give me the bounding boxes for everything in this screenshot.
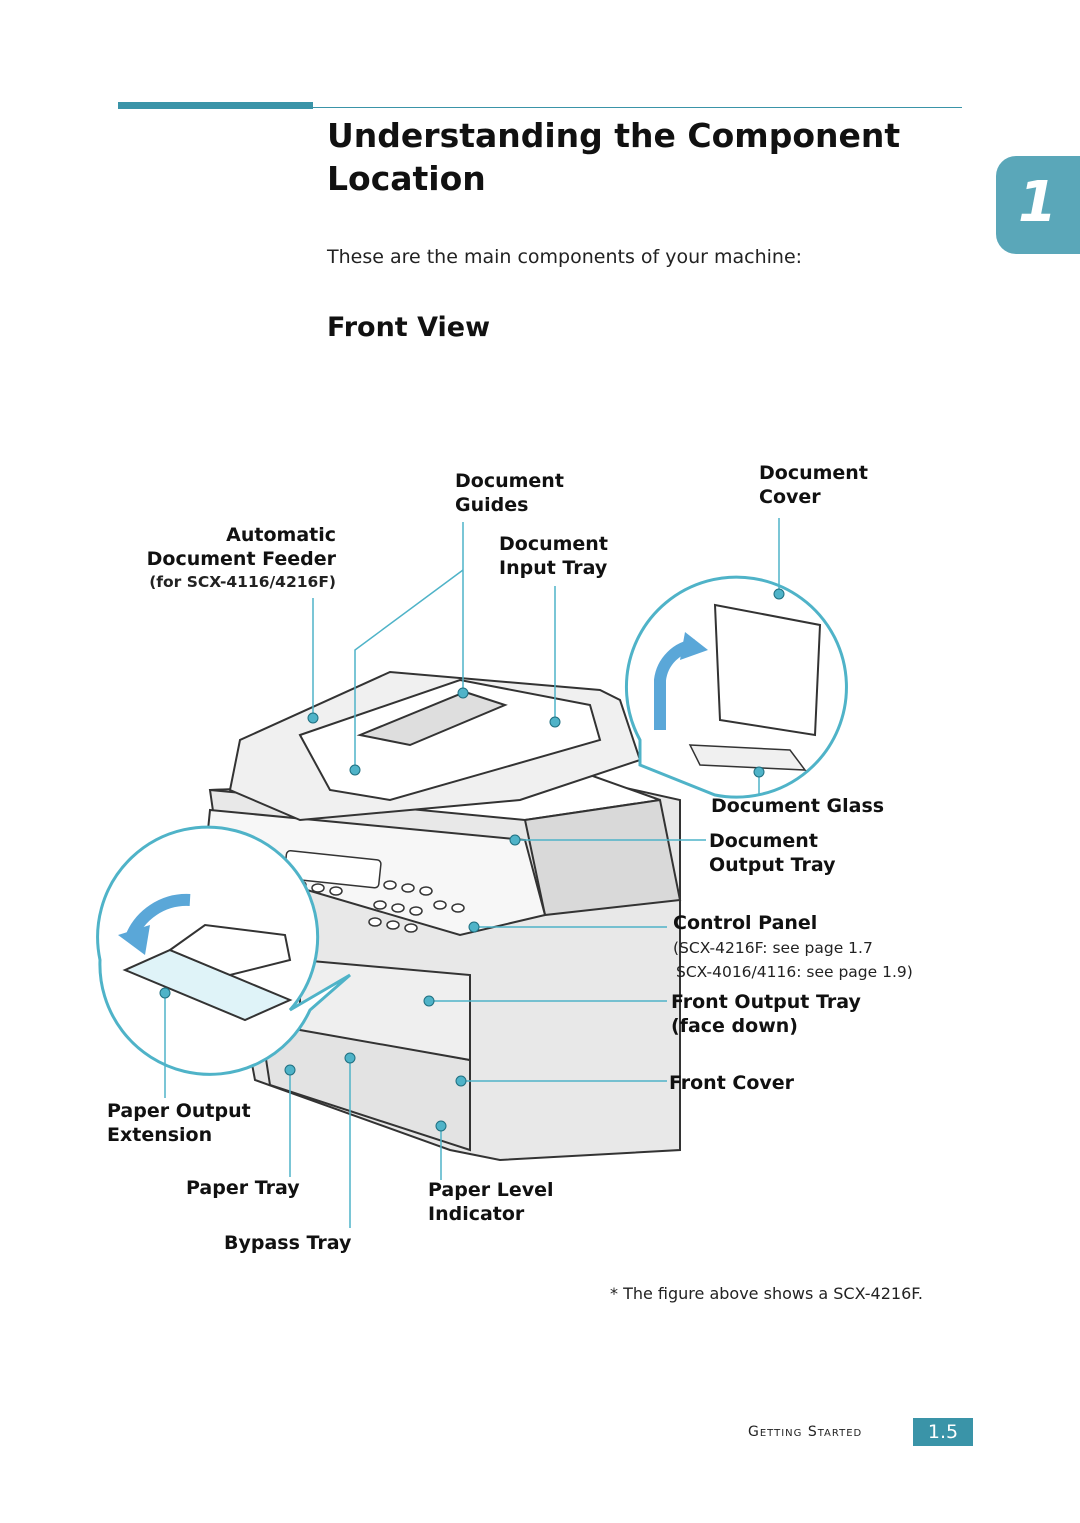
control-panel-keys — [283, 850, 465, 933]
label-front-cover: Front Cover — [669, 1072, 795, 1094]
header-rule-thin — [313, 107, 962, 108]
footer-section-label: Getting Started — [748, 1424, 863, 1440]
label-paper-tray: Paper Tray — [186, 1177, 300, 1199]
section-title: Front View — [327, 312, 491, 343]
label-bypass-tray: Bypass Tray — [224, 1232, 352, 1254]
figure-footnote: * The figure above shows a SCX-4216F. — [610, 1284, 923, 1303]
bubble-paper-output-extension — [96, 825, 351, 1076]
label-document-glass: Document Glass — [711, 795, 885, 817]
label-document-output-tray: Document Output Tray — [709, 830, 836, 876]
bubble-document-cover — [625, 575, 848, 799]
page-title: Understanding the Component Location — [327, 116, 901, 198]
adf-unit — [228, 670, 642, 822]
label-front-output-tray: Front Output Tray (face down) — [671, 991, 861, 1037]
machine-body — [203, 773, 682, 1162]
label-automatic-document-feeder: Automatic Document Feeder (for SCX-4116/… — [146, 524, 336, 591]
label-document-input-tray: Document Input Tray — [499, 533, 608, 579]
front-view-illustration — [96, 518, 848, 1228]
page-number: 1.5 — [913, 1418, 973, 1446]
label-control-panel: Control Panel — [673, 912, 818, 934]
header-rule-thick — [118, 102, 313, 109]
intro-text: These are the main components of your ma… — [327, 246, 803, 268]
label-paper-level-indicator: Paper Level Indicator — [428, 1179, 554, 1225]
chapter-number: 1 — [1018, 170, 1057, 235]
label-document-guides: Document Guides — [455, 470, 564, 516]
label-document-cover: Document Cover — [759, 462, 868, 508]
callout-dots — [159, 588, 785, 1132]
note-control-panel-4216f: (SCX-4216F: see page 1.7 — [673, 939, 873, 957]
chapter-tab — [996, 156, 1080, 254]
note-control-panel-4016-4116: SCX-4016/4116: see page 1.9) — [676, 963, 913, 981]
label-paper-output-extension: Paper Output Extension — [107, 1100, 251, 1146]
